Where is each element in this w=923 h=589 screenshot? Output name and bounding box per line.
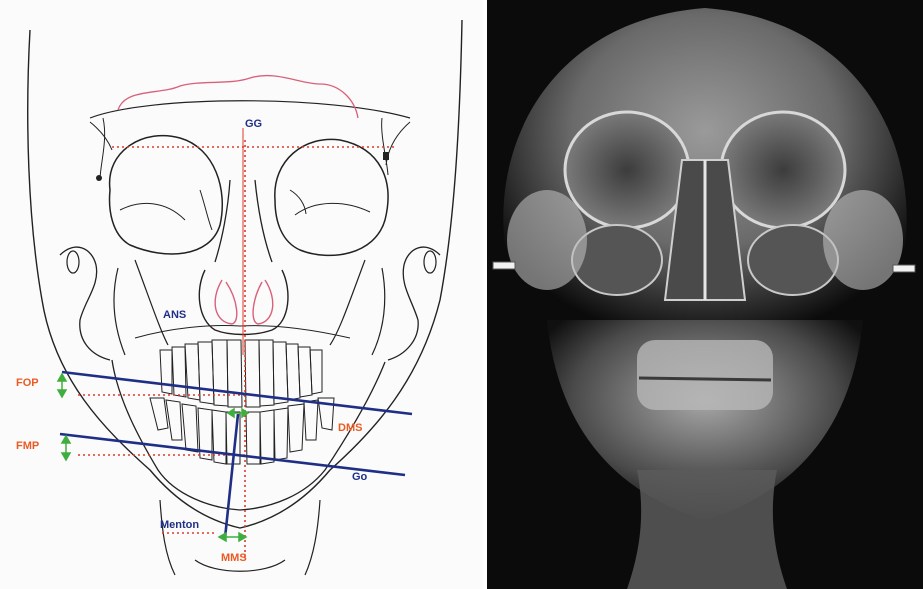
right-zygoma [388,247,440,360]
label-mms: MMS [221,552,247,564]
nose-outline [199,270,288,335]
upper-teeth [160,340,322,407]
frontal-xray-panel [487,0,923,589]
left-orbit [110,136,223,254]
fmp-arrow [62,436,70,460]
right-orbit-marker [383,152,389,160]
right-ear-marker [424,251,436,273]
left-ramus [114,260,168,355]
xray-right-zygoma [823,190,903,290]
left-ear-rod-marker [493,262,515,269]
left-nostril [215,280,237,324]
right-supraorbital [382,118,410,175]
cephalometric-tracing-panel: GG ANS FOP FMP DMS Go Menton MMS [0,0,483,589]
right-orbit-inner [290,190,370,215]
label-menton: Menton [160,519,199,531]
label-ans: ANS [163,309,186,321]
right-ramus [330,260,385,355]
label-fmp: FMP [16,440,39,452]
xray-cervical-spine [627,470,787,589]
label-dms: DMS [338,422,362,434]
xray-occlusal-gap [639,378,771,380]
label-gg: GG [245,118,262,130]
tracing-drawing: GG ANS FOP FMP DMS Go Menton MMS [0,0,483,589]
xray-dentition [637,340,773,410]
xray-left-zygoma [507,190,587,290]
left-orbit-inner [120,190,212,230]
mms-arrow [219,533,246,541]
right-orbit [275,139,388,255]
left-orbit-marker [96,175,102,181]
occlusal-plane-line [62,372,412,414]
hairline-curve [118,76,358,118]
lower-teeth [150,398,334,464]
left-ear-marker [67,251,79,273]
right-ear-rod-marker [893,265,915,272]
label-fop: FOP [16,377,39,389]
xray-image [487,0,923,589]
right-nostril [253,280,273,324]
fop-arrow [58,374,66,397]
label-go: Go [352,471,368,483]
dental-midline-line [225,414,238,538]
forehead-line [90,101,410,118]
left-supraorbital [90,118,112,180]
